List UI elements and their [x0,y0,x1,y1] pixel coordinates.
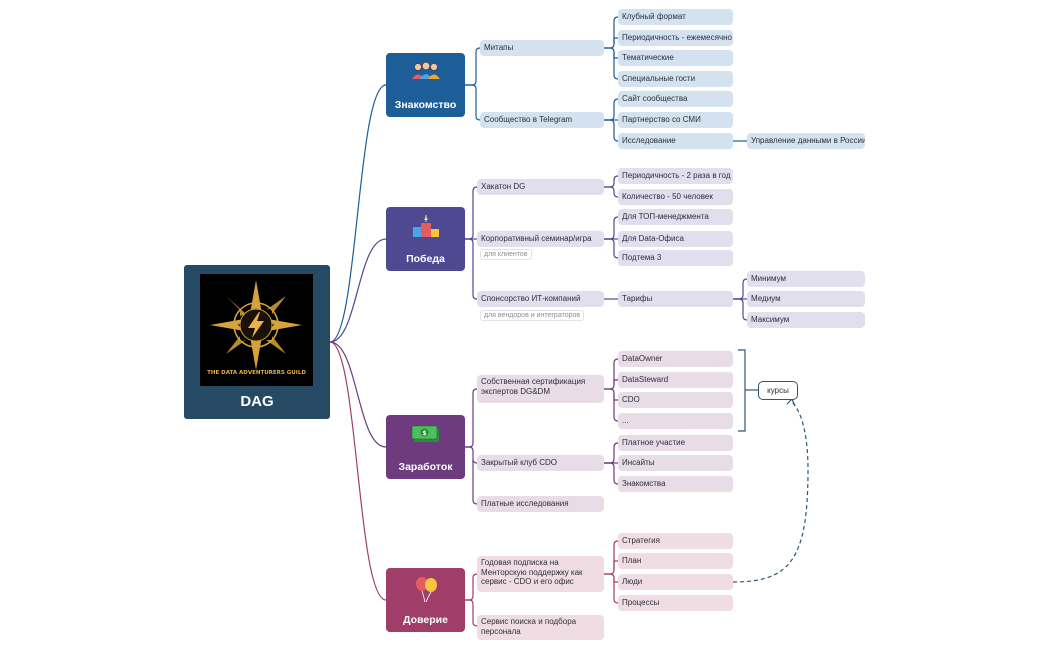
balloons-icon [412,575,440,606]
node-club-item[interactable]: Знакомства [618,476,733,492]
root-title: DAG [240,393,274,410]
branch-label: Заработок [398,461,453,473]
node-hackathon-item[interactable]: Количество - 50 человек [618,189,733,205]
node-mitapy-item[interactable]: Тематические [618,50,733,66]
node-research-child[interactable]: Управление данными в России [747,133,865,149]
branch-zarabotok[interactable]: $ Заработок [386,415,465,479]
node-subscription-item[interactable]: Стратегия [618,533,733,549]
node-telegram-item[interactable]: Партнерство со СМИ [618,112,733,128]
node-certification-item[interactable]: DataSteward [618,372,733,388]
dag-logo: THE DATA ADVENTURERS GUILD [200,274,313,386]
node-mitapy-item[interactable]: Специальные гости [618,71,733,87]
node-seminar-item[interactable]: Для ТОП-менеджмента [618,209,733,225]
callout-courses[interactable]: курсы [758,381,798,400]
node-mitapy-item[interactable]: Клубный формат [618,9,733,25]
people-icon [409,60,443,83]
node-seminar-item[interactable]: Подтема 3 [618,250,733,266]
node-club-item[interactable]: Инсайты [618,455,733,471]
node-certification-item[interactable]: CDO [618,392,733,408]
node-tariff-item[interactable]: Медиум [747,291,865,307]
note-for-clients: для клиентов [480,249,532,260]
node-subscription-item[interactable]: Люди [618,574,733,590]
svg-text:$: $ [422,430,426,437]
node-search-service[interactable]: Сервис поиска и подбора персонала [477,615,604,640]
node-tariff-item[interactable]: Минимум [747,271,865,287]
branch-label: Победа [406,253,445,265]
node-seminar[interactable]: Корпоративный семинар/игра [477,231,604,247]
node-certification-item[interactable]: DataOwner [618,351,733,367]
node-mitapy-item[interactable]: Периодичность - ежемесячно [618,30,733,46]
money-icon: $ [411,422,441,447]
podium-icon [412,214,440,241]
node-subscription[interactable]: Годовая подписка на Менторскую поддержку… [477,556,604,592]
node-mitapy[interactable]: Митапы [480,40,604,56]
note-for-vendors: для вендоров и интеграторов [480,310,585,321]
branch-znakomstvo[interactable]: Знакомство [386,53,465,117]
node-telegram-item[interactable]: Сайт сообщества [618,91,733,107]
node-club[interactable]: Закрытый клуб CDO [477,455,604,471]
node-subscription-item[interactable]: План [618,553,733,569]
root-node[interactable]: THE DATA ADVENTURERS GUILD DAG [184,265,330,419]
node-tariff-item[interactable]: Максимум [747,312,865,328]
node-seminar-item[interactable]: Для Data-Офиса [618,231,733,247]
node-hackathon-item[interactable]: Периодичность - 2 раза в год [618,168,733,184]
node-telegram[interactable]: Сообщество в Telegram [480,112,604,128]
branch-label: Знакомство [394,99,457,111]
node-hackathon[interactable]: Хакатон DG [477,179,604,195]
branch-pobeda[interactable]: Победа [386,207,465,271]
node-club-item[interactable]: Платное участие [618,435,733,451]
branch-label: Доверие [403,614,448,626]
node-subscription-item[interactable]: Процессы [618,595,733,611]
node-sponsorship[interactable]: Спонсорство ИТ-компаний [477,291,604,307]
node-paid-research[interactable]: Платные исследования [477,496,604,512]
node-certification-item[interactable]: ... [618,413,733,429]
node-tariffs[interactable]: Тарифы [618,291,733,307]
branch-doverie[interactable]: Доверие [386,568,465,632]
logo-text: THE DATA ADVENTURERS GUILD [207,370,306,376]
node-certification[interactable]: Собственная сертификация экспертов DG&DM [477,375,604,403]
node-telegram-item[interactable]: Исследование [618,133,733,149]
